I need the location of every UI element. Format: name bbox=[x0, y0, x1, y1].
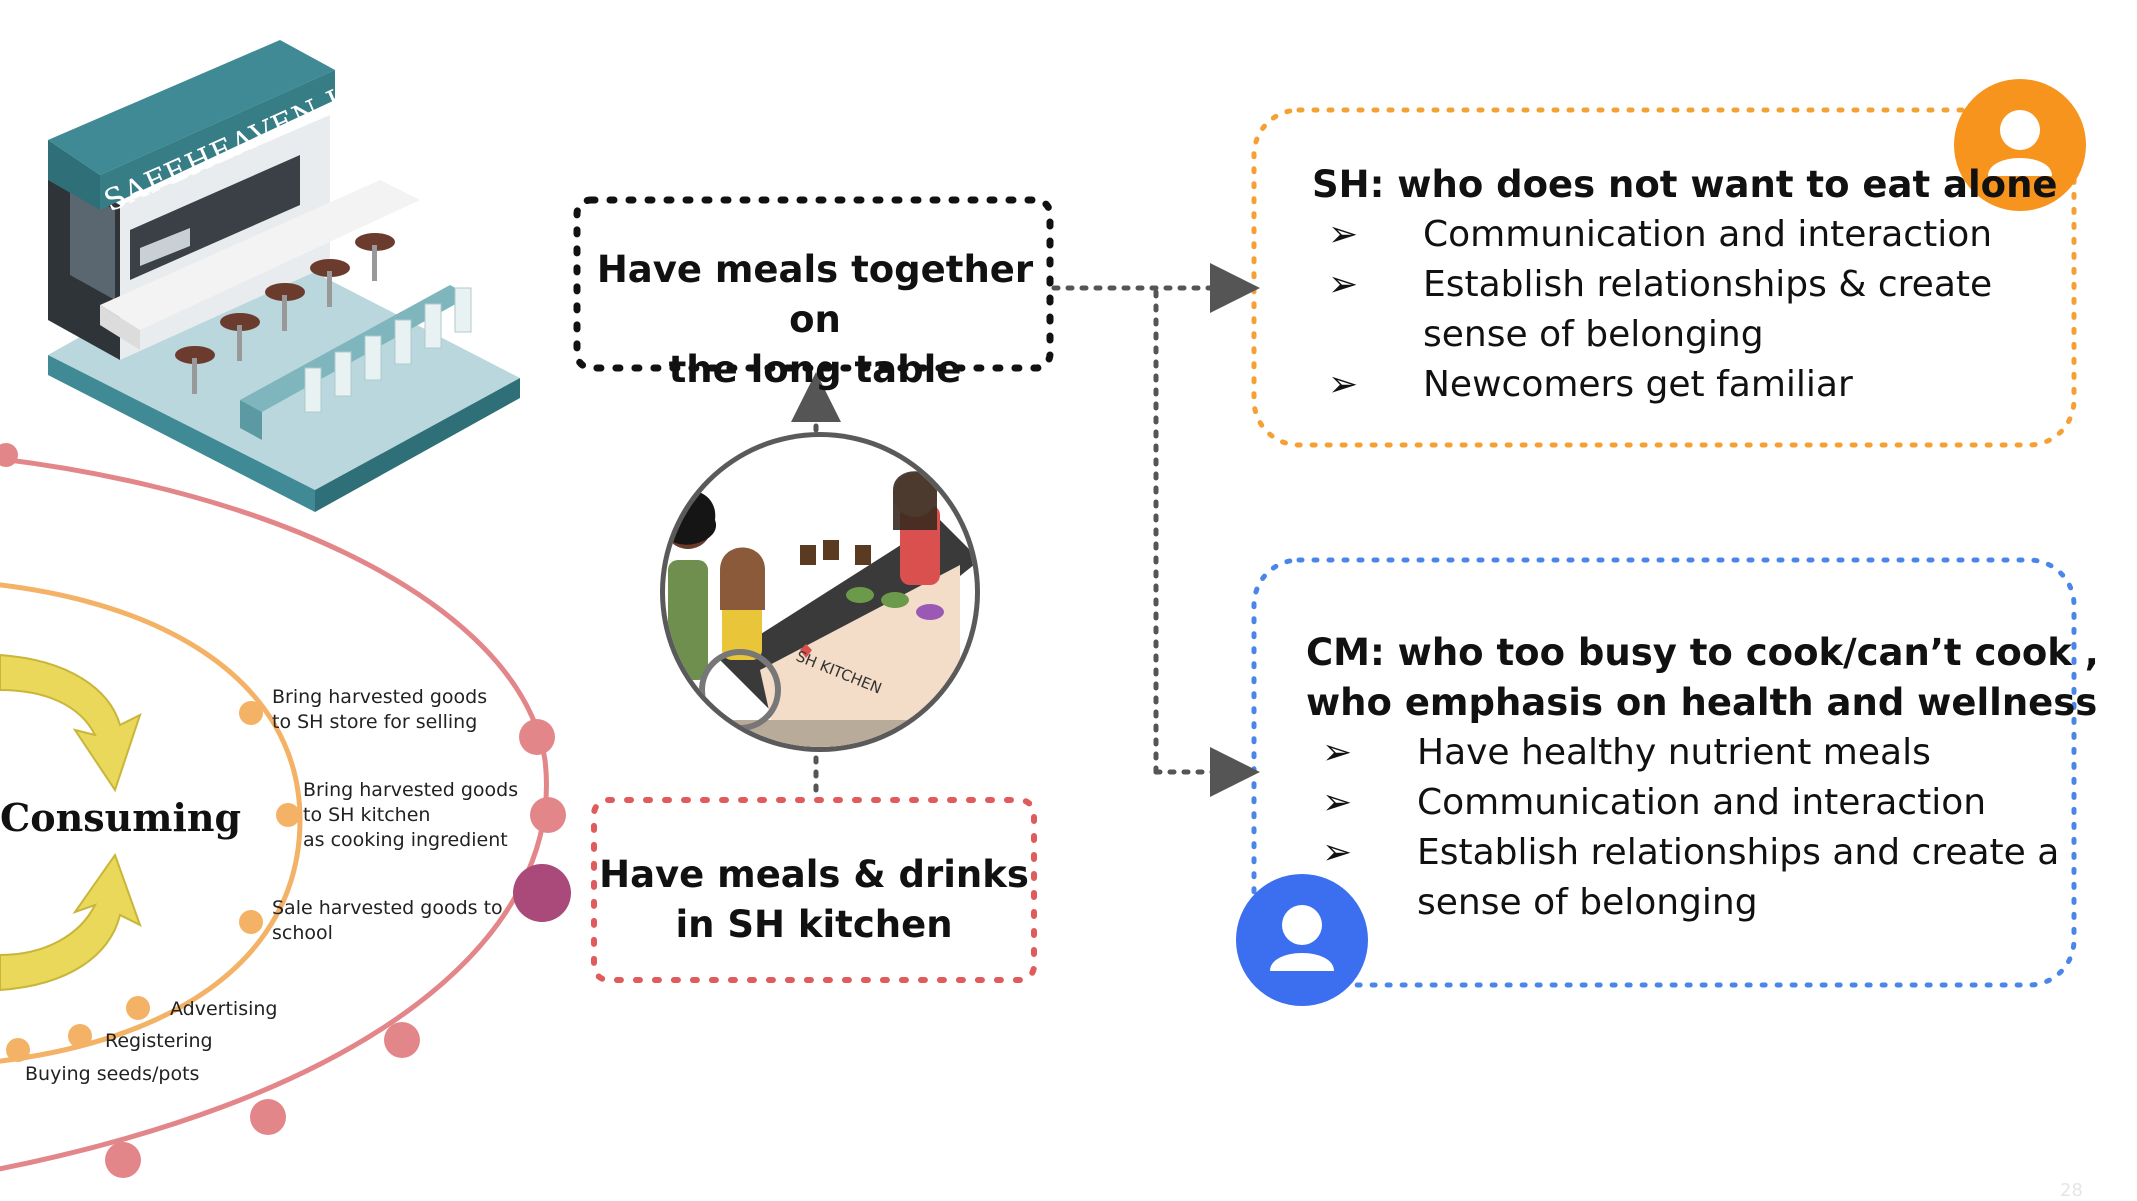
sh-bullet-text: Newcomers get familiar bbox=[1423, 364, 1853, 405]
top-box-line: the long table bbox=[668, 348, 962, 391]
cm-bullet-text: Have healthy nutrient meals bbox=[1417, 732, 1931, 773]
page-number: 28 bbox=[2060, 1180, 2083, 1201]
orbit-diagram bbox=[0, 443, 571, 1178]
bottom-box-line: in SH kitchen bbox=[675, 903, 953, 946]
orbit-label-text: Bring harvested goods to SH kitchen as c… bbox=[303, 779, 519, 851]
bullet-arrow-icon: ➢ bbox=[1322, 732, 1353, 773]
bottom-box-border bbox=[591, 797, 1037, 983]
cm-bullet-continuation: sense of belonging bbox=[1417, 878, 1758, 928]
cm-box-heading-line: who emphasis on health and wellness bbox=[1306, 681, 2098, 724]
outer-orbit bbox=[0, 456, 549, 1172]
orbit-label-text: Buying seeds/pots bbox=[25, 1063, 200, 1085]
sh-bullet: ➢ Communication and interaction bbox=[1328, 210, 1992, 260]
cm-avatar-icon bbox=[1236, 874, 1368, 1006]
orbit-label: Sale harvested goods to school bbox=[272, 896, 503, 946]
sh-bullet-text: Establish relationships & create bbox=[1423, 264, 1993, 305]
cycle-label: Consuming bbox=[0, 795, 242, 840]
kitchen-scene-illustration: SH KITCHEN bbox=[660, 432, 980, 752]
cm-bullet-text: Communication and interaction bbox=[1417, 782, 1987, 823]
orbit-label-text: Sale harvested goods to school bbox=[272, 897, 503, 944]
orbit-label: Bring harvested goods to SH store for se… bbox=[272, 685, 487, 735]
orbit-label: Registering bbox=[105, 1029, 213, 1054]
bullet-arrow-icon: ➢ bbox=[1328, 364, 1359, 405]
orbit-label: Buying seeds/pots bbox=[25, 1062, 199, 1087]
connector-arrow-icon bbox=[791, 263, 1260, 801]
bottom-box-line: Have meals & drinks bbox=[599, 853, 1029, 896]
inner-orbit bbox=[0, 582, 303, 1064]
top-box-line: Have meals together on bbox=[596, 248, 1034, 341]
sh-bullet-text: Communication and interaction bbox=[1423, 214, 1993, 255]
cycle-arrow-icon bbox=[0, 653, 142, 992]
bullet-arrow-icon: ➢ bbox=[1328, 214, 1359, 255]
bullet-arrow-icon: ➢ bbox=[1322, 832, 1353, 873]
orbit-label-text: Registering bbox=[105, 1030, 213, 1052]
cm-bullet-text: sense of belonging bbox=[1417, 882, 1758, 923]
orbit-label: Advertising bbox=[170, 997, 277, 1022]
top-box-border bbox=[573, 196, 1054, 372]
sh-bullet: ➢ Newcomers get familiar bbox=[1328, 360, 1853, 410]
orbit-label-text: Advertising bbox=[170, 998, 278, 1020]
kitchen-illustration: SAFEHEAVEN KITCHEN bbox=[48, 24, 520, 512]
orbit-label: Bring harvested goods to SH kitchen as c… bbox=[303, 778, 518, 853]
bottom-box-text: Have meals & drinks in SH kitchen bbox=[594, 850, 1034, 950]
sh-box-heading: SH: who does not want to eat alone bbox=[1312, 163, 2058, 206]
sh-bullet: ➢ Establish relationships & create bbox=[1328, 260, 1992, 310]
top-box-text: Have meals together on the long table bbox=[580, 245, 1050, 395]
cm-box-heading-line: CM: who too busy to cook/can’t cook , bbox=[1306, 631, 2099, 674]
cm-bullet-text: Establish relationships and create a bbox=[1417, 832, 2060, 873]
bullet-arrow-icon: ➢ bbox=[1322, 782, 1353, 823]
sh-bullet-continuation: sense of belonging bbox=[1423, 310, 1764, 360]
sh-avatar-icon bbox=[1954, 79, 2086, 211]
cm-bullet: ➢ Communication and interaction bbox=[1322, 778, 1986, 828]
cm-bullet: ➢ Have healthy nutrient meals bbox=[1322, 728, 1931, 778]
bullet-arrow-icon: ➢ bbox=[1328, 264, 1359, 305]
orbit-label-text: Bring harvested goods to SH store for se… bbox=[272, 686, 488, 733]
cm-bullet: ➢ Establish relationships and create a bbox=[1322, 828, 2059, 878]
sh-bullet-text: sense of belonging bbox=[1423, 314, 1764, 355]
